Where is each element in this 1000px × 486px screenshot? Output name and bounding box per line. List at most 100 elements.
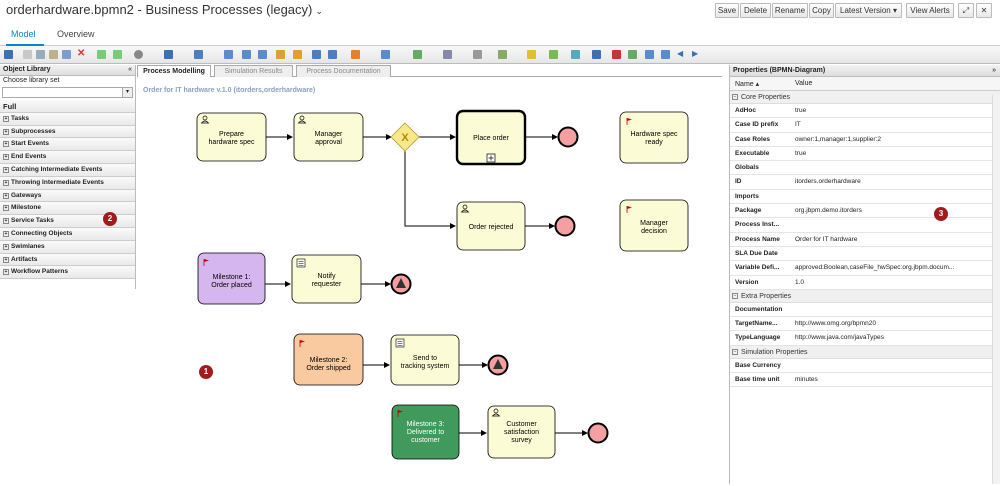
property-value[interactable]: 1.0 xyxy=(795,278,805,286)
close-icon[interactable]: ✕ xyxy=(976,3,992,18)
shape-icon[interactable] xyxy=(224,50,233,59)
property-row[interactable]: Variable Defi...approved:Boolean,caseFil… xyxy=(730,261,1000,276)
library-group-catching-intermediate-events[interactable]: +Catching Intermediate Events xyxy=(0,163,135,177)
tools-icon[interactable] xyxy=(443,50,452,59)
zoom-reset-icon[interactable] xyxy=(661,50,670,59)
lock-icon[interactable] xyxy=(276,50,285,59)
property-value[interactable]: approved:Boolean,caseFile_hwSpec:org.jbp… xyxy=(795,264,955,272)
property-value[interactable]: true xyxy=(795,107,807,114)
process-canvas[interactable]: Order for IT hardware v.1.0 (itorders,or… xyxy=(137,78,722,484)
subprocess-place-order[interactable]: Place order xyxy=(455,109,527,166)
align-icon[interactable] xyxy=(351,50,360,59)
copy-icon[interactable] xyxy=(36,50,45,59)
zoom-in-icon[interactable] xyxy=(612,50,621,59)
save-icon[interactable] xyxy=(4,50,13,59)
validate-icon[interactable] xyxy=(413,50,422,59)
property-value[interactable]: true xyxy=(795,149,807,157)
property-row[interactable]: Base Currency xyxy=(730,359,1000,374)
end-event[interactable] xyxy=(587,422,609,444)
calendar-icon[interactable] xyxy=(473,50,482,59)
escalation-end-event[interactable] xyxy=(390,273,412,295)
library-group-connecting-objects[interactable]: +Connecting Objects xyxy=(0,227,135,241)
library-group-full[interactable]: Full xyxy=(0,100,135,113)
exclusive-gateway[interactable]: X xyxy=(390,122,420,152)
property-row[interactable]: Process Inst... xyxy=(730,218,1000,233)
milestone-2-order-shipped[interactable]: Milestone 2: Order shipped xyxy=(293,333,364,386)
milestone-hardware-spec-ready[interactable]: Hardware spec ready xyxy=(619,111,689,164)
library-group-swimlanes[interactable]: +Swimlanes xyxy=(0,240,135,254)
extra-properties-section[interactable]: −Extra Properties xyxy=(730,289,1000,303)
library-group-subprocesses[interactable]: +Subprocesses xyxy=(0,125,135,139)
group-icon[interactable] xyxy=(242,50,251,59)
undo-icon[interactable] xyxy=(97,50,106,59)
name-column-header[interactable]: Name ▴ xyxy=(735,81,760,88)
properties-scrollbar[interactable] xyxy=(992,95,1000,484)
milestone-manager-decision[interactable]: Manager decision xyxy=(619,199,689,252)
end-event[interactable] xyxy=(557,126,579,148)
import-icon[interactable] xyxy=(164,50,173,59)
clock-icon[interactable] xyxy=(134,50,143,59)
paste-icon[interactable] xyxy=(49,50,58,59)
unlock-icon[interactable] xyxy=(293,50,302,59)
chevron-down-icon[interactable]: ⌄ xyxy=(315,6,323,16)
property-row[interactable]: TargetName...http://www.omg.org/bpmn20 xyxy=(730,317,1000,332)
share-icon[interactable] xyxy=(194,50,203,59)
property-value[interactable]: itorders.orderhardware xyxy=(795,178,861,186)
redo-icon[interactable] xyxy=(113,50,122,59)
library-group-gateways[interactable]: +Gateways xyxy=(0,189,135,203)
end-event[interactable] xyxy=(554,215,576,237)
rename-button[interactable]: Rename xyxy=(772,3,808,18)
arrow-left-icon[interactable]: ◀ xyxy=(677,49,684,58)
paste-special-icon[interactable] xyxy=(62,50,71,59)
tab-process-documentation[interactable]: Process Documentation xyxy=(296,65,391,77)
tab-process-modelling[interactable]: Process Modelling xyxy=(137,65,211,77)
property-value[interactable]: minutes xyxy=(795,376,818,384)
property-row[interactable]: Globals xyxy=(730,161,1000,176)
core-properties-section[interactable]: −Core Properties xyxy=(730,91,1000,104)
escalation-end-event[interactable] xyxy=(487,354,509,376)
tab-overview[interactable]: Overview xyxy=(57,29,95,39)
copy-button[interactable]: Copy xyxy=(809,3,834,18)
library-group-end-events[interactable]: +End Events xyxy=(0,151,135,164)
zoom-out-icon[interactable] xyxy=(628,50,637,59)
task-notify-requester[interactable]: Notify requester xyxy=(291,254,362,304)
milestone-3-delivered[interactable]: Milestone 3: Delivered to customer xyxy=(391,404,460,460)
library-group-artifacts[interactable]: +Artifacts xyxy=(0,253,135,267)
property-value[interactable]: org.jbpm.demo.itorders xyxy=(795,207,862,215)
duplicate-icon[interactable] xyxy=(312,50,321,59)
task-order-rejected[interactable]: Order rejected xyxy=(456,201,526,251)
clone-icon[interactable] xyxy=(328,50,337,59)
arrow-right-icon[interactable]: ▶ xyxy=(692,49,699,58)
library-group-milestone[interactable]: +Milestone xyxy=(0,202,135,216)
page-title[interactable]: orderhardware.bpmn2 - Business Processes… xyxy=(6,2,323,17)
latest-version-button[interactable]: Latest Version ▾ xyxy=(835,3,902,18)
property-value[interactable]: IT xyxy=(795,121,801,129)
simulation-properties-section[interactable]: −Simulation Properties xyxy=(730,345,1000,359)
save-button[interactable]: Save xyxy=(715,3,739,18)
tab-simulation-results[interactable]: Simulation Results xyxy=(214,65,293,77)
property-row[interactable]: SLA Due Date xyxy=(730,247,1000,262)
library-set-select[interactable]: ▾ xyxy=(2,87,133,98)
simulation-icon[interactable] xyxy=(498,50,507,59)
collapse-right-icon[interactable]: » xyxy=(992,67,996,74)
library-group-service-tasks[interactable]: +Service Tasks xyxy=(0,215,135,228)
marker-icon[interactable] xyxy=(527,50,536,59)
property-row[interactable]: Documentation xyxy=(730,303,1000,318)
property-value[interactable]: owner:1,manager:1,supplier:2 xyxy=(795,135,881,143)
ungroup-icon[interactable] xyxy=(258,50,267,59)
task-customer-satisfaction-survey[interactable]: Customer satisfaction survey xyxy=(487,405,556,459)
library-group-workflow-patterns[interactable]: +Workflow Patterns xyxy=(0,266,135,280)
property-value[interactable]: Order for IT hardware xyxy=(795,235,858,243)
tab-model[interactable]: Model xyxy=(11,29,36,39)
task-send-to-tracking-system[interactable]: Send to tracking system xyxy=(390,334,460,386)
